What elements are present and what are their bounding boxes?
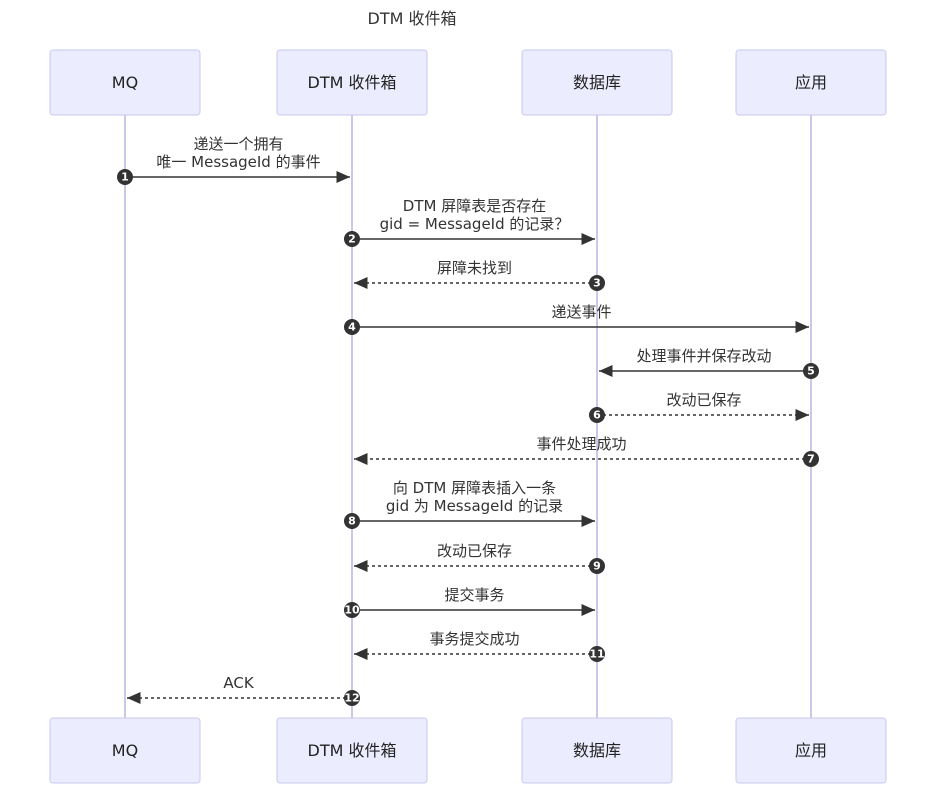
sequence-badge: [589, 558, 605, 574]
sequence-number: 7: [807, 453, 815, 466]
sequence-number: 4: [348, 321, 356, 334]
actor-top-dtm: DTM 收件箱: [276, 49, 428, 116]
sequence-number: 2: [348, 233, 356, 246]
message-5: 处理事件并保存改动 5: [599, 347, 819, 379]
message-11: 事务提交成功 11: [354, 630, 605, 662]
actor-label: 应用: [795, 73, 827, 92]
sequence-badge: [344, 231, 360, 247]
message-label: gid = MessageId 的记录？: [380, 215, 570, 233]
actor-label: DTM 收件箱: [308, 73, 397, 92]
actor-box: [521, 49, 673, 116]
sequence-number: 10: [344, 604, 360, 617]
actors-bottom: MQ DTM 收件箱 数据库 应用: [49, 717, 887, 784]
actor-bottom-mq: MQ: [49, 717, 201, 784]
actor-box: [49, 717, 201, 784]
message-label: 递送事件: [551, 303, 611, 321]
actor-label: 应用: [795, 741, 827, 760]
sequence-badge: [344, 513, 360, 529]
sequence-badge: [344, 690, 360, 706]
actor-box: [735, 717, 887, 784]
sequence-badge: [589, 275, 605, 291]
actor-box: [521, 717, 673, 784]
sequence-number: 8: [348, 515, 356, 528]
message-label: 事件处理成功: [536, 435, 626, 453]
message-label: 唯一 MessageId 的事件: [156, 153, 320, 171]
sequence-number: 6: [593, 409, 601, 422]
message-label: gid 为 MessageId 的记录: [386, 497, 563, 515]
message-label: 屏障未找到: [437, 259, 512, 277]
message-label: 递送一个拥有: [193, 135, 283, 153]
message-10: 提交事务 10: [344, 586, 595, 618]
sequence-badge: [344, 602, 360, 618]
message-label: 事务提交成功: [429, 630, 519, 648]
actor-top-app: 应用: [735, 49, 887, 116]
actor-bottom-db: 数据库: [521, 717, 673, 784]
sequence-badge: [803, 363, 819, 379]
actor-top-db: 数据库: [521, 49, 673, 116]
sequence-badge: [589, 646, 605, 662]
message-7: 事件处理成功 7: [354, 435, 819, 467]
sequence-badge: [117, 169, 133, 185]
message-12: ACK 12: [127, 674, 360, 706]
sequence-number: 5: [807, 365, 815, 378]
actor-bottom-app: 应用: [735, 717, 887, 784]
message-label: 提交事务: [444, 586, 504, 604]
sequence-number: 9: [593, 560, 601, 573]
sequence-number: 3: [593, 277, 601, 290]
message-label: 改动已保存: [437, 542, 512, 560]
message-6: 改动已保存 6: [589, 391, 809, 423]
message-3: 屏障未找到 3: [354, 259, 605, 291]
sequence-number: 12: [344, 692, 359, 705]
actor-box: [735, 49, 887, 116]
sequence-number: 11: [589, 648, 604, 661]
actor-box: [49, 49, 201, 116]
actor-label: MQ: [112, 73, 138, 92]
message-4: 递送事件 4: [344, 303, 809, 335]
actor-label: DTM 收件箱: [308, 741, 397, 760]
message-9: 改动已保存 9: [354, 542, 605, 574]
actor-label: 数据库: [573, 73, 621, 92]
sequence-badge: [803, 451, 819, 467]
actor-top-mq: MQ: [49, 49, 201, 116]
actor-box: [276, 49, 428, 116]
actor-label: MQ: [112, 741, 138, 760]
diagram-title: DTM 收件箱: [368, 9, 457, 28]
message-label: ACK: [223, 674, 254, 692]
actors-top: MQ DTM 收件箱 数据库 应用: [49, 49, 887, 116]
sequence-badge: [344, 319, 360, 335]
message-label: 改动已保存: [666, 391, 741, 409]
sequence-badge: [589, 407, 605, 423]
actor-bottom-dtm: DTM 收件箱: [276, 717, 428, 784]
actor-box: [276, 717, 428, 784]
message-label: 处理事件并保存改动: [636, 347, 771, 365]
message-label: DTM 屏障表是否存在: [403, 197, 546, 215]
actor-label: 数据库: [573, 741, 621, 760]
message-label: 向 DTM 屏障表插入一条: [393, 479, 556, 497]
sequence-number: 1: [121, 171, 129, 184]
